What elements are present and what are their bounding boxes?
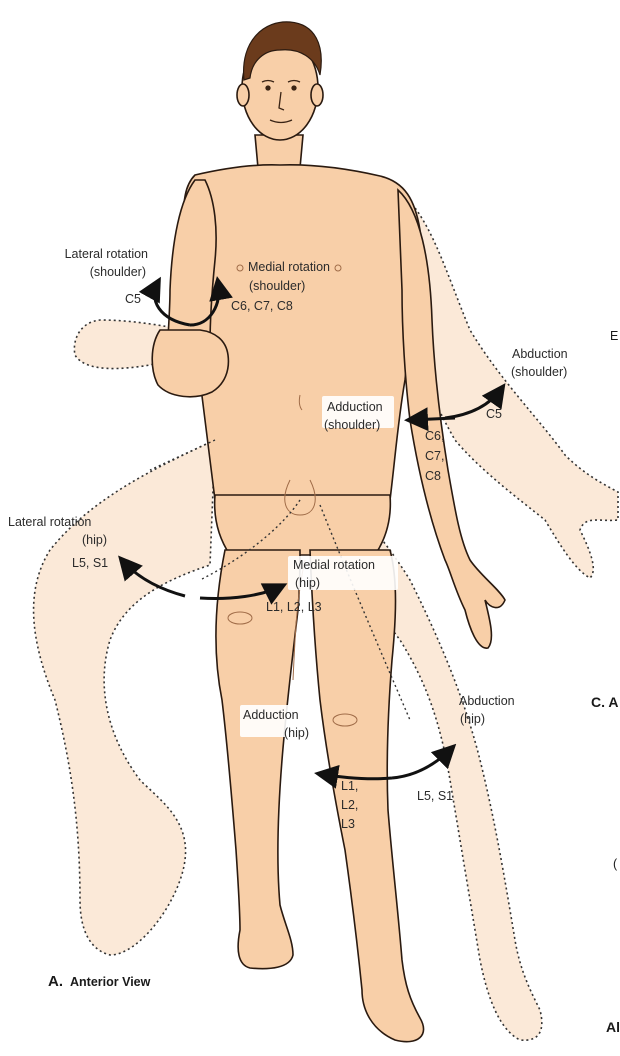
- label-adduction-hip-1: Adduction: [243, 708, 299, 722]
- label-l1-stack: L1,: [341, 779, 358, 793]
- label-c6-c7-c8: C6, C7, C8: [231, 299, 293, 313]
- label-medial-rotation-shoulder-2: (shoulder): [249, 279, 305, 293]
- label-l5-s1-right: L5, S1: [417, 789, 453, 803]
- edge-fragment-e: E: [610, 329, 618, 343]
- label-c6-stack: C6,: [425, 429, 444, 443]
- label-lateral-rotation-hip-1: Lateral rotation: [8, 515, 91, 529]
- label-c5-right: C5: [486, 407, 502, 421]
- label-c8-stack: C8: [425, 469, 441, 483]
- label-medial-rotation-shoulder-1: Medial rotation: [248, 260, 330, 274]
- label-adduction-shoulder-1: Adduction: [327, 400, 383, 414]
- pelvis: [215, 495, 391, 555]
- label-abduction-hip-1: Abduction: [459, 694, 515, 708]
- panel-letter: A.: [48, 973, 63, 990]
- ear-right: [311, 84, 323, 106]
- edge-fragment-paren: (: [613, 857, 618, 871]
- label-lateral-rotation-hip-3: L5, S1: [72, 556, 108, 570]
- label-adduction-hip-2: (hip): [284, 726, 309, 740]
- label-medial-rotation-hip-2: (hip): [295, 576, 320, 590]
- label-c5-left: C5: [125, 292, 141, 306]
- forearm-flexed: [152, 330, 228, 397]
- label-abduction-shoulder-2: (shoulder): [511, 365, 567, 379]
- label-abduction-shoulder-1: Abduction: [512, 347, 568, 361]
- label-adduction-shoulder-2: (shoulder): [324, 418, 380, 432]
- edge-fragment-al: Al: [606, 1019, 620, 1035]
- arrow-abduction-hip: [392, 748, 452, 778]
- label-l2-stack: L2,: [341, 798, 358, 812]
- arrow-adduction-shoulder: [410, 418, 455, 420]
- label-lateral-rotation-hip-2: (hip): [82, 533, 107, 547]
- torso: [183, 165, 420, 500]
- label-medial-rotation-hip-1: Medial rotation: [293, 558, 375, 572]
- label-l3-stack: L3: [341, 817, 355, 831]
- label-lateral-rotation-shoulder-2: (shoulder): [90, 265, 146, 279]
- edge-fragment-c: C. A: [591, 694, 618, 710]
- label-lateral-rotation-shoulder-1: Lateral rotation: [65, 247, 148, 261]
- label-abduction-hip-2: (hip): [460, 712, 485, 726]
- ear-left: [237, 84, 249, 106]
- panel-view-title: Anterior View: [70, 975, 151, 989]
- label-c7-stack: C7,: [425, 449, 444, 463]
- label-medial-rotation-hip-3: L1, L2, L3: [266, 600, 322, 614]
